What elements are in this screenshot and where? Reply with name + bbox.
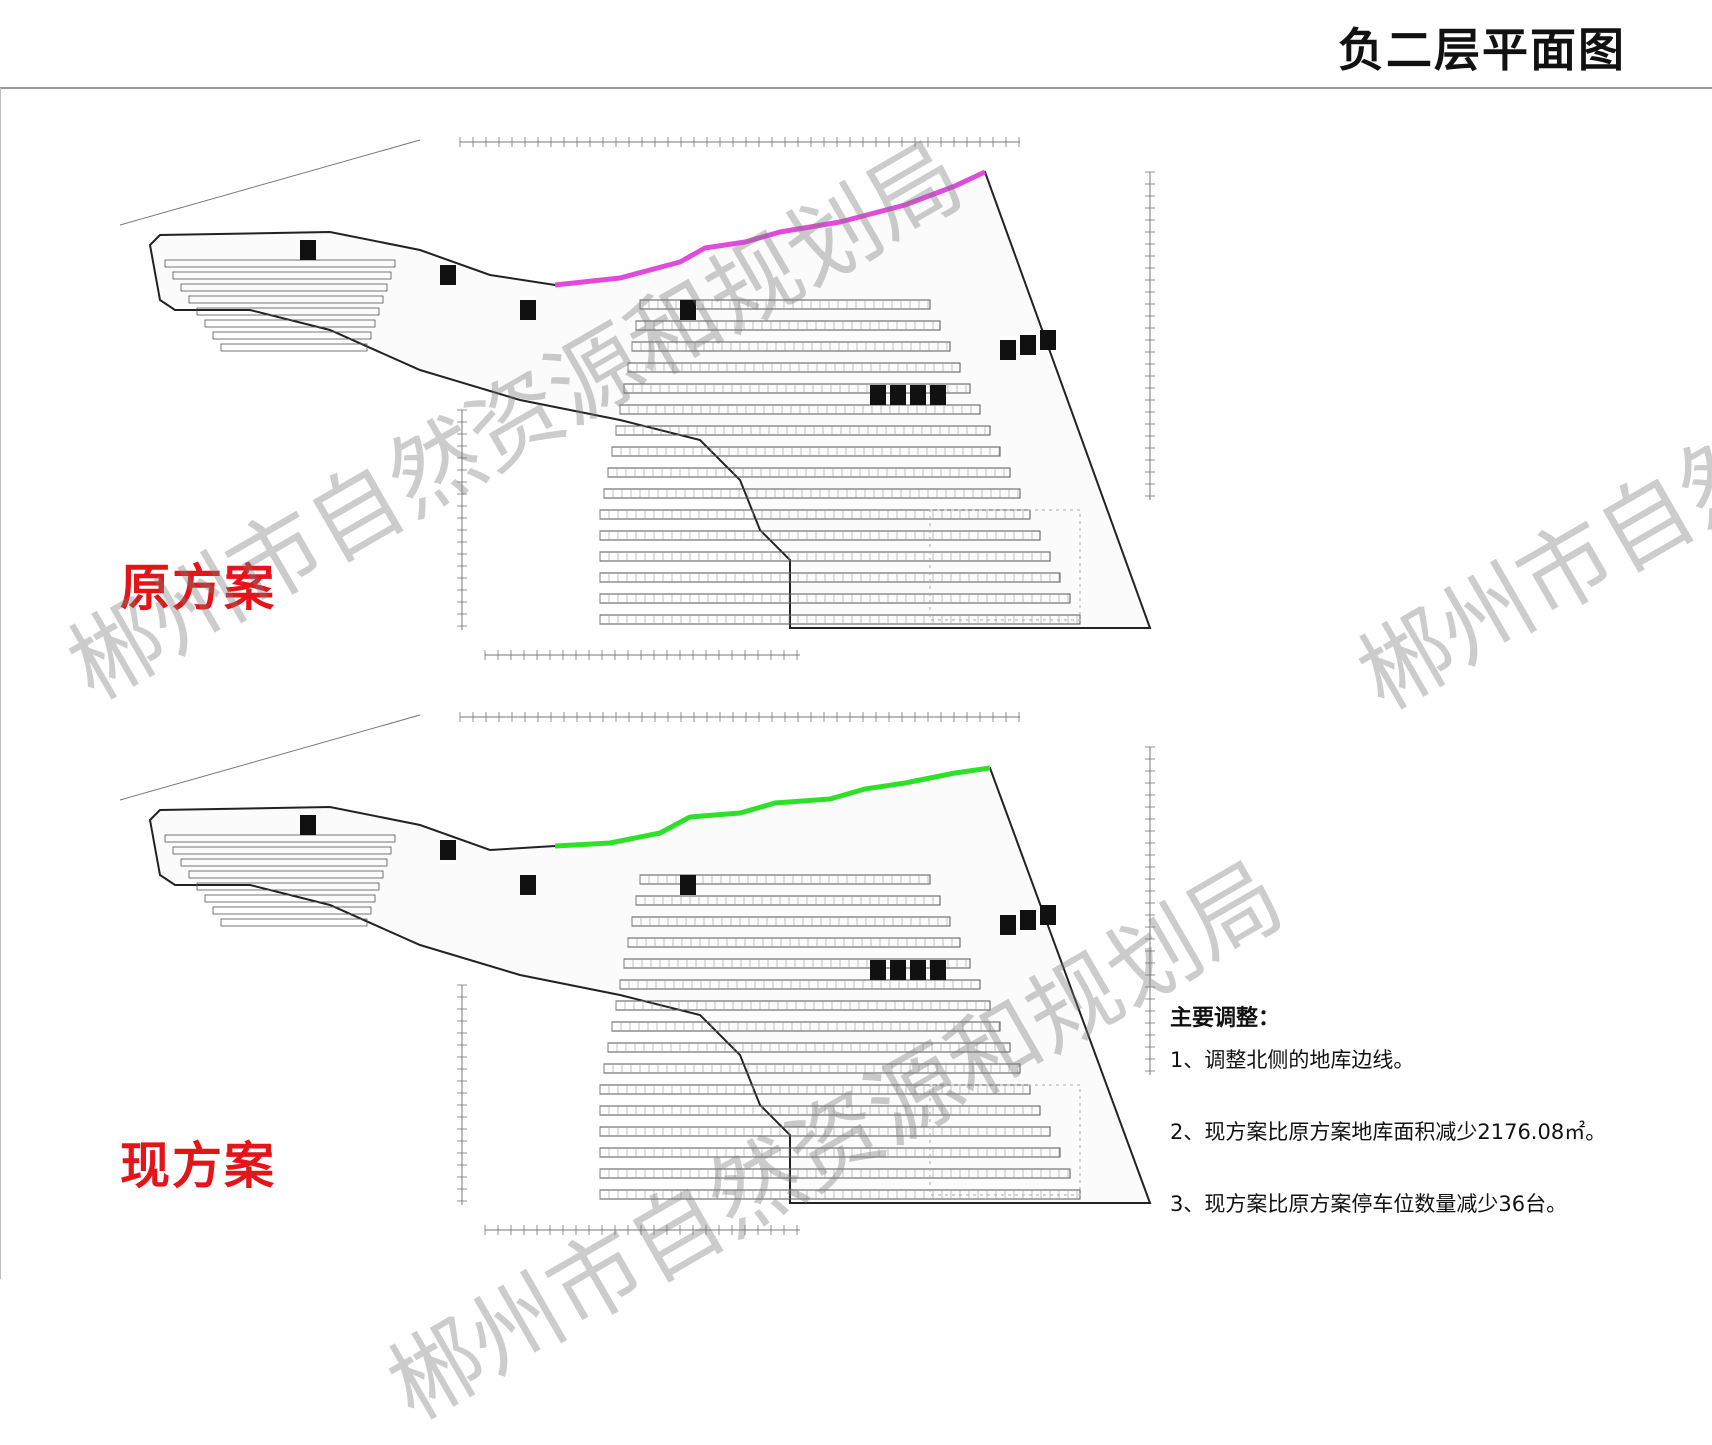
note-item-3: 3、现方案比原方案停车位数量减少36台。 [1170,1192,1568,1216]
open-area [929,1084,1081,1196]
frame-border [0,88,1,1279]
open-area [929,509,1081,621]
parking-row [188,295,384,304]
core-block [440,840,456,860]
parking-row [172,271,392,280]
core-block [1020,910,1036,930]
core-block [890,960,906,980]
parking-row [212,906,372,915]
floor-plan-original [119,137,1155,660]
parking-row [204,894,376,903]
parking-row [164,834,396,843]
basement-outline [148,170,1152,629]
header-rule [0,87,1712,89]
note-item-1: 1、调整北侧的地库边线。 [1170,1048,1415,1072]
core-block [930,960,946,980]
core-block [930,385,946,405]
north-edge-line [554,765,991,849]
core-block [680,300,696,320]
core-block [910,385,926,405]
original-scheme-label: 原方案 [120,559,276,617]
core-block [300,815,316,835]
parking-row [164,259,396,268]
core-block [1000,915,1016,935]
core-block [870,960,886,980]
core-block [520,300,536,320]
core-block [300,240,316,260]
core-block [1040,905,1056,925]
page-title: 负二层平面图 [1338,23,1626,77]
parking-row [180,858,388,867]
core-block [440,265,456,285]
core-block [520,875,536,895]
north-edge-line [554,169,987,288]
parking-row [204,319,376,328]
note-item-2: 2、现方案比原方案地库面积减少2176.08㎡。 [1170,1120,1607,1144]
notes-heading: 主要调整： [1170,1006,1281,1031]
core-block [870,385,886,405]
parking-row [180,283,388,292]
adjustment-notes: 主要调整： 1、调整北侧的地库边线。 2、现方案比原方案地库面积减少2176.0… [1170,1000,1690,1230]
core-block [890,385,906,405]
core-block [1000,340,1016,360]
core-block [1020,335,1036,355]
plan-group [119,712,1155,1235]
parking-row [220,918,368,927]
core-block [680,875,696,895]
core-block [910,960,926,980]
current-scheme-label: 现方案 [120,1137,276,1195]
parking-row [196,882,380,891]
core-block [1040,330,1056,350]
parking-row [220,343,368,352]
dimension-line [119,714,421,801]
parking-row [196,307,380,316]
plan-group [119,137,1155,660]
parking-row [172,846,392,855]
parking-row [188,870,384,879]
dimension-line [119,139,421,226]
parking-row [212,331,372,340]
floor-plan-current [119,712,1155,1235]
